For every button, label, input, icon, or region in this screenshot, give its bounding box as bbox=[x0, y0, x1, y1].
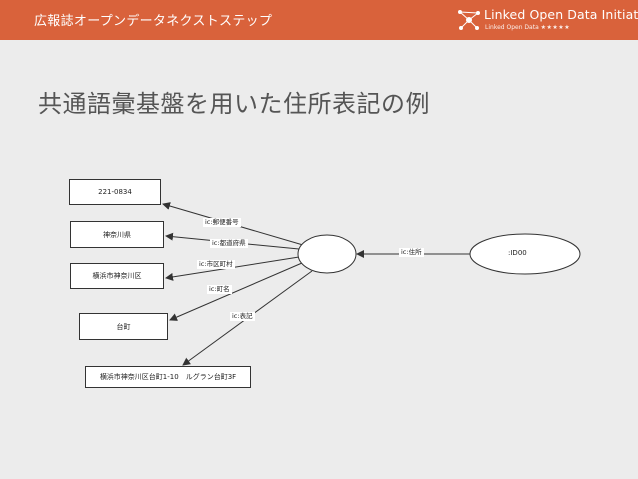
address-box: 横浜市神奈川区台町1-10 ルグラン台町3F bbox=[85, 366, 251, 388]
header-bar: 広報誌オープンデータネクストステップ Linked Open Data Init… bbox=[0, 0, 638, 40]
town-box: 台町 bbox=[79, 313, 168, 340]
id-node bbox=[469, 233, 581, 275]
edge-line-town bbox=[169, 262, 303, 321]
blank-node bbox=[297, 234, 357, 274]
edge-label-address: ic:表記 bbox=[230, 312, 255, 321]
postal-code-box: 221-0834 bbox=[69, 179, 161, 205]
slide-title: 共通語彙基盤を用いた住所表記の例 bbox=[38, 90, 430, 118]
prefecture-value: 神奈川県 bbox=[103, 230, 131, 239]
edge-label-city: ic:市区町村 bbox=[197, 260, 235, 269]
lod-network-icon bbox=[458, 10, 480, 30]
logo-stars: ★★★★★ bbox=[540, 24, 571, 31]
edge-label-jusho: ic:住所 bbox=[399, 248, 424, 257]
town-value: 台町 bbox=[116, 322, 131, 331]
edge-label-prefecture: ic:都道府県 bbox=[210, 239, 248, 248]
address-value: 横浜市神奈川区台町1-10 ルグラン台町3F bbox=[99, 373, 237, 381]
id-node-label: :ID00 bbox=[508, 249, 527, 257]
city-value: 横浜市神奈川区 bbox=[92, 272, 142, 280]
edge-label-town: ic:町名 bbox=[207, 285, 232, 294]
city-box: 横浜市神奈川区 bbox=[70, 263, 164, 289]
logo-name: Linked Open Data Initiative bbox=[484, 7, 638, 22]
logo-subtitle: Linked Open Data ★★★★★ bbox=[485, 24, 570, 31]
header-title: 広報誌オープンデータネクストステップ bbox=[34, 14, 273, 29]
edge-label-postal: ic:郵便番号 bbox=[203, 218, 241, 227]
logo-sub-text: Linked Open Data bbox=[485, 24, 539, 31]
postal-code-value: 221-0834 bbox=[98, 188, 132, 196]
prefecture-box: 神奈川県 bbox=[70, 221, 164, 248]
